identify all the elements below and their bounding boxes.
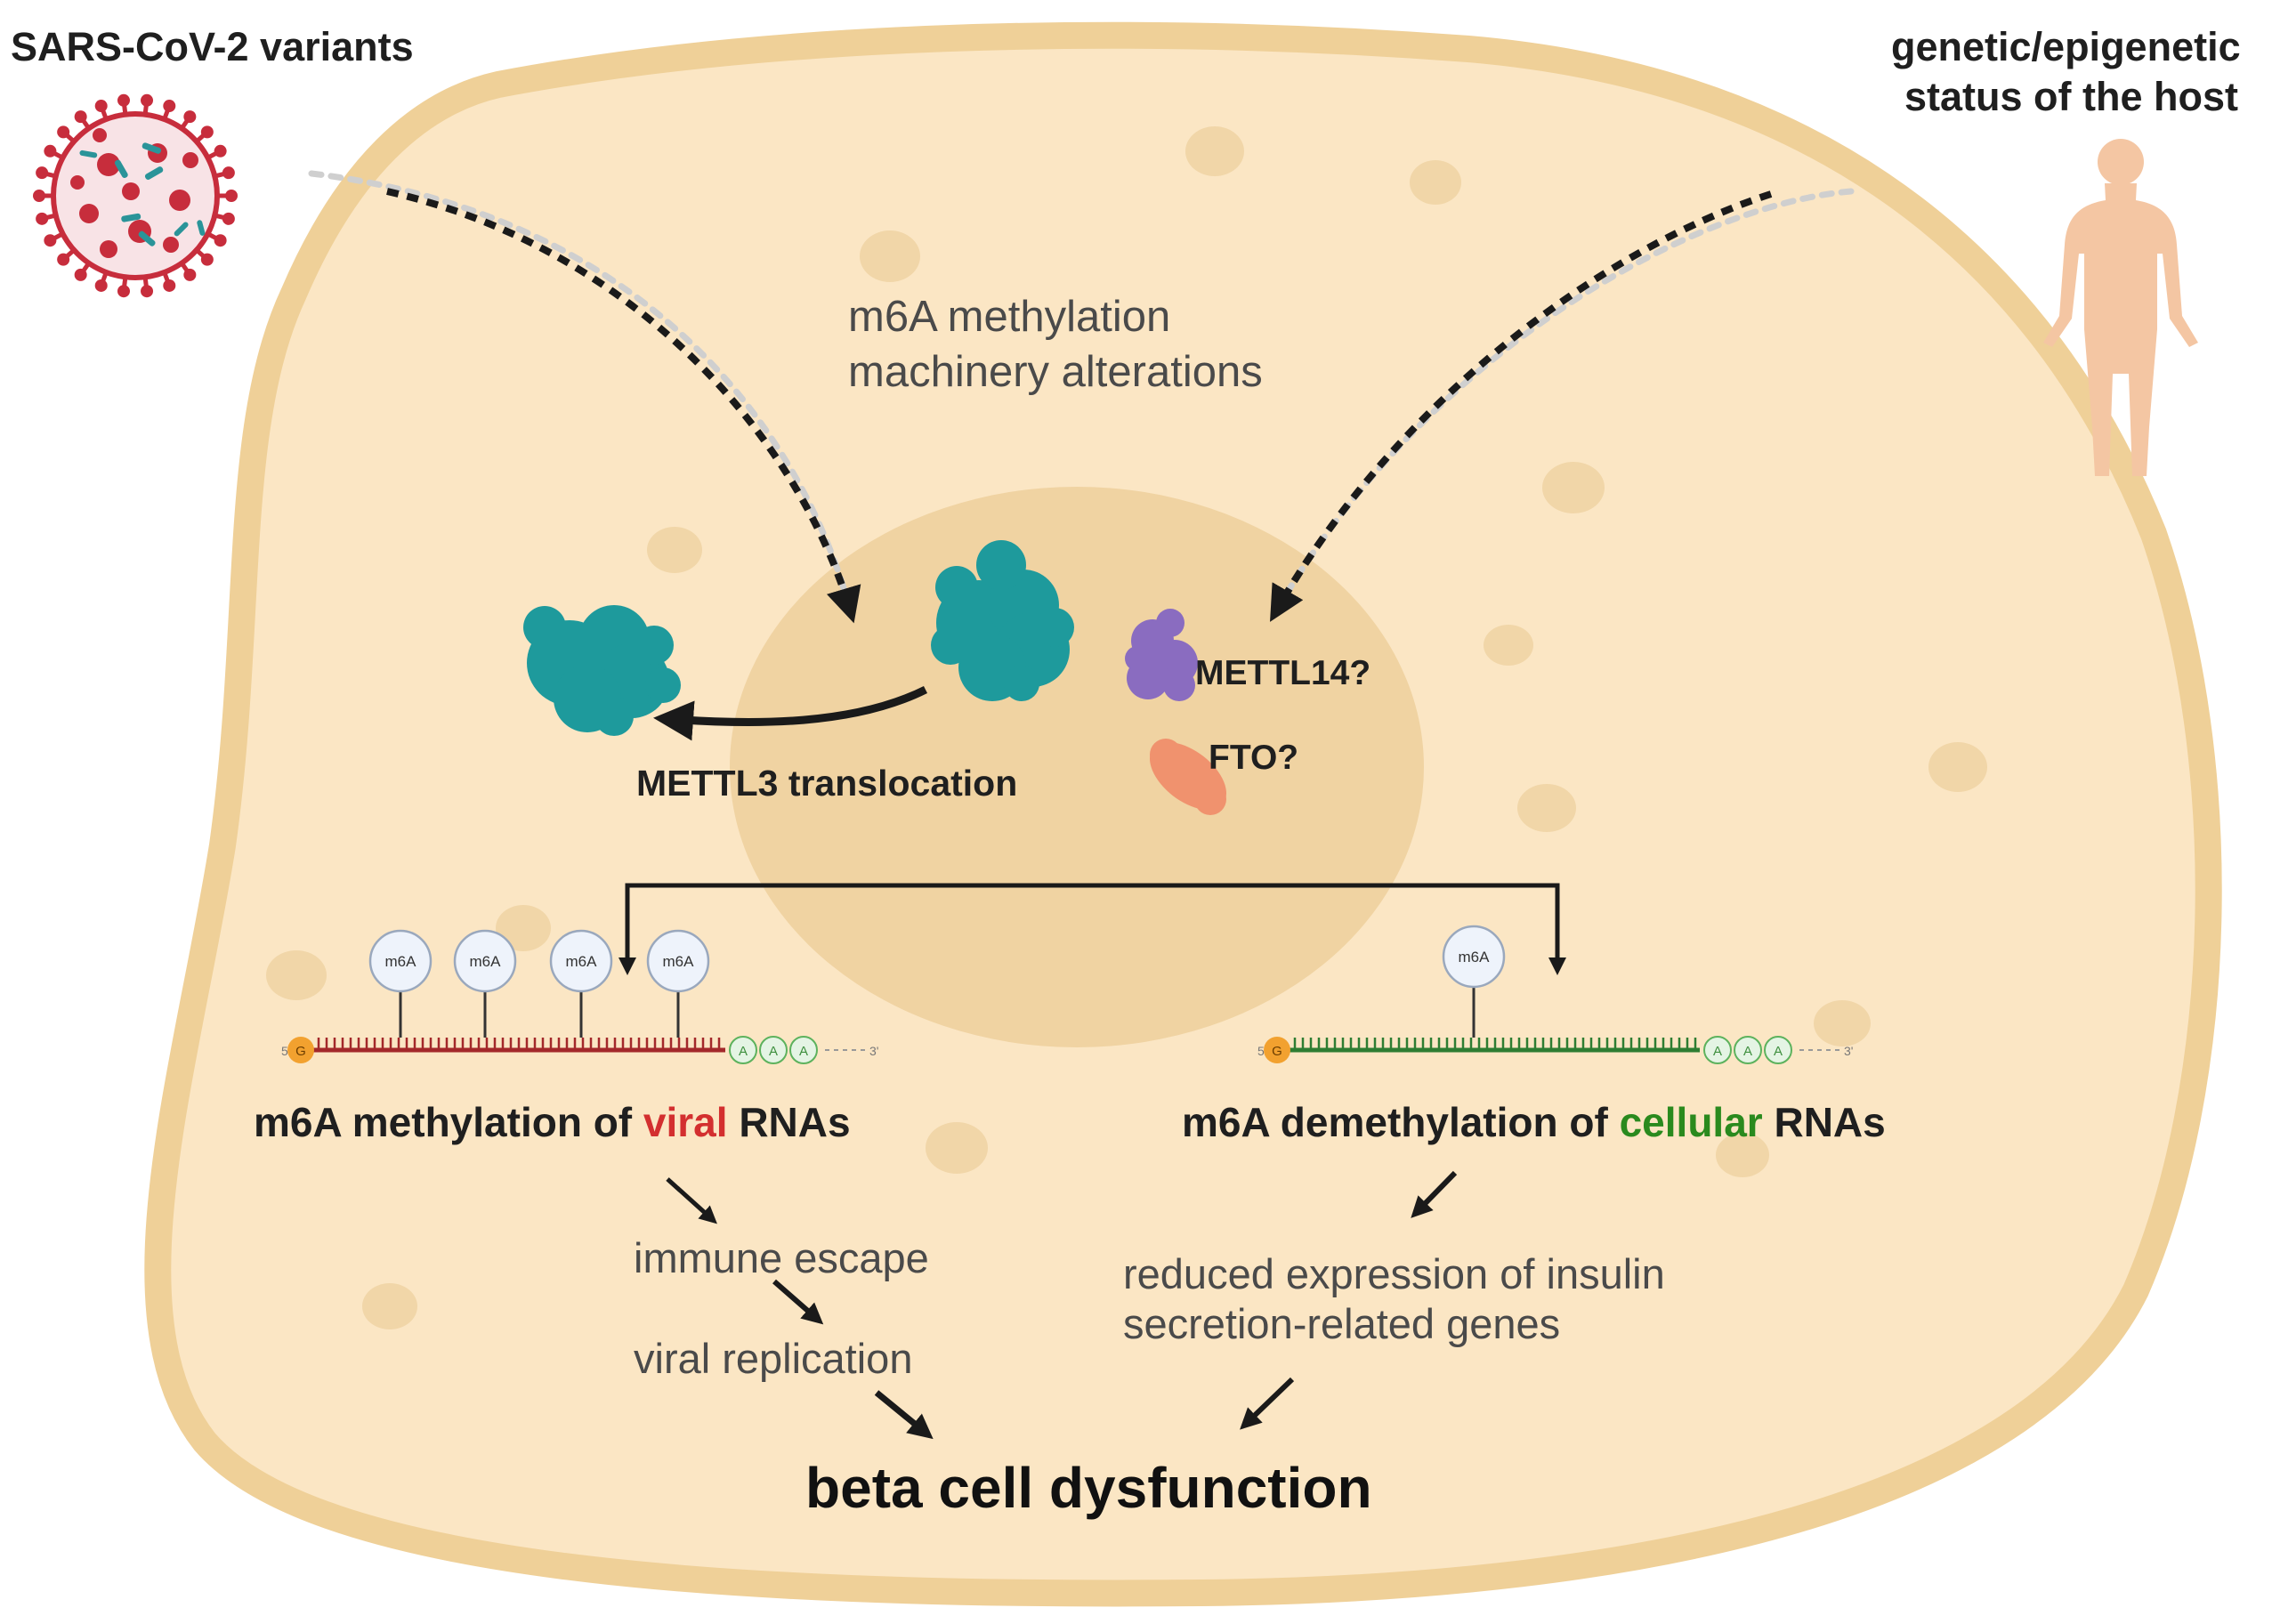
cellular-caption-word: cellular [1619,1099,1763,1145]
branch-connector [625,883,1560,961]
viral-caption-prefix: m6A methylation of [254,1099,643,1145]
mettl3-label: METTL3 translocation [636,763,1018,804]
svg-text:m6A: m6A [385,953,417,970]
svg-text:A: A [799,1044,808,1059]
svg-text:A: A [1743,1044,1752,1059]
reduced-expression-line2: secretion-related genes [1123,1300,1561,1347]
rna-3prime-label: 3' [869,1044,878,1058]
svg-text:m6A: m6A [566,953,598,970]
viral-rna-caption: m6A methylation of viral RNAs [254,1102,851,1143]
to-immune-arrow [666,1177,717,1224]
host-to-nucleus-arrow-dark [1270,190,1773,622]
viral-replication-label: viral replication [634,1335,913,1382]
m6a-mark: m6A [453,929,517,1038]
m6a-mark: m6A [1442,925,1506,1038]
mettl3-nuclear-protein-icon [931,540,1074,701]
host-label-line2: status of the host [1904,74,2239,119]
svg-text:m6A: m6A [663,953,695,970]
polya-bead: A [789,1036,818,1064]
to-reduced-arrow [1411,1170,1458,1218]
machinery-label-line1: m6A methylation [848,293,1171,341]
rna-5prime-label: 5' [1257,1044,1266,1058]
polya-bead: A [1703,1036,1732,1064]
rna-5prime-label: 5' [281,1044,290,1058]
virus-to-nucleus-arrow-dark [386,188,861,624]
cellular-caption-suffix: RNAs [1762,1099,1886,1145]
translocation-arrow [653,685,928,741]
cellular-rna-strand: 5' G A A A 3' m6A [1257,925,1853,1064]
human-icon [2043,139,2198,476]
host-label-line1: genetic/epigenetic [1891,24,2241,69]
polya-bead: A [1734,1036,1762,1064]
nucleus [730,487,1424,1047]
replication-to-outcome-arrow [874,1390,934,1440]
svg-text:A: A [769,1044,778,1059]
svg-text:m6A: m6A [470,953,502,970]
mettl14-protein-icon [1125,609,1198,701]
virus-icon [33,93,238,298]
mettl14-label: METTL14? [1195,654,1371,692]
cytoplasm-vesicles [266,126,1987,1329]
svg-text:G: G [1272,1044,1282,1059]
polya-bead: A [1764,1036,1792,1064]
cellular-caption-prefix: m6A demethylation of [1182,1099,1620,1145]
polya-bead: A [759,1036,788,1064]
viral-caption-word: viral [643,1099,728,1145]
fto-protein-icon [1149,739,1227,815]
cellular-rna-caption: m6A demethylation of cellular RNAs [1182,1102,1886,1143]
virus-label: SARS-CoV-2 variants [11,24,414,69]
svg-text:A: A [739,1044,748,1059]
to-replication-arrow [772,1279,824,1325]
machinery-label-line2: machinery alterations [848,348,1263,396]
mettl3-cytoplasmic-protein-icon [523,605,681,736]
outcome-label: beta cell dysfunction [805,1456,1372,1520]
svg-text:A: A [1713,1044,1722,1059]
rna-5prime-cap: G [1264,1037,1290,1063]
reduced-to-outcome-arrow [1240,1377,1295,1430]
viral-rna-strand: 5' G A A A 3' m6A m6A m6A m6A [281,929,878,1064]
virus-to-nucleus-arrow [308,170,853,613]
immune-escape-label: immune escape [634,1234,929,1281]
svg-text:G: G [295,1044,306,1059]
m6a-mark: m6A [646,929,710,1038]
fto-label: FTO? [1209,739,1299,777]
rna-3prime-label: 3' [1844,1044,1853,1058]
viral-caption-suffix: RNAs [727,1099,851,1145]
rna-5prime-cap: G [287,1037,314,1063]
reduced-expression-line1: reduced expression of insulin [1123,1250,1665,1297]
m6a-mark: m6A [368,929,433,1038]
svg-text:A: A [1774,1044,1783,1059]
m6a-mark: m6A [549,929,613,1038]
polya-bead: A [729,1036,757,1064]
svg-text:m6A: m6A [1459,949,1491,966]
